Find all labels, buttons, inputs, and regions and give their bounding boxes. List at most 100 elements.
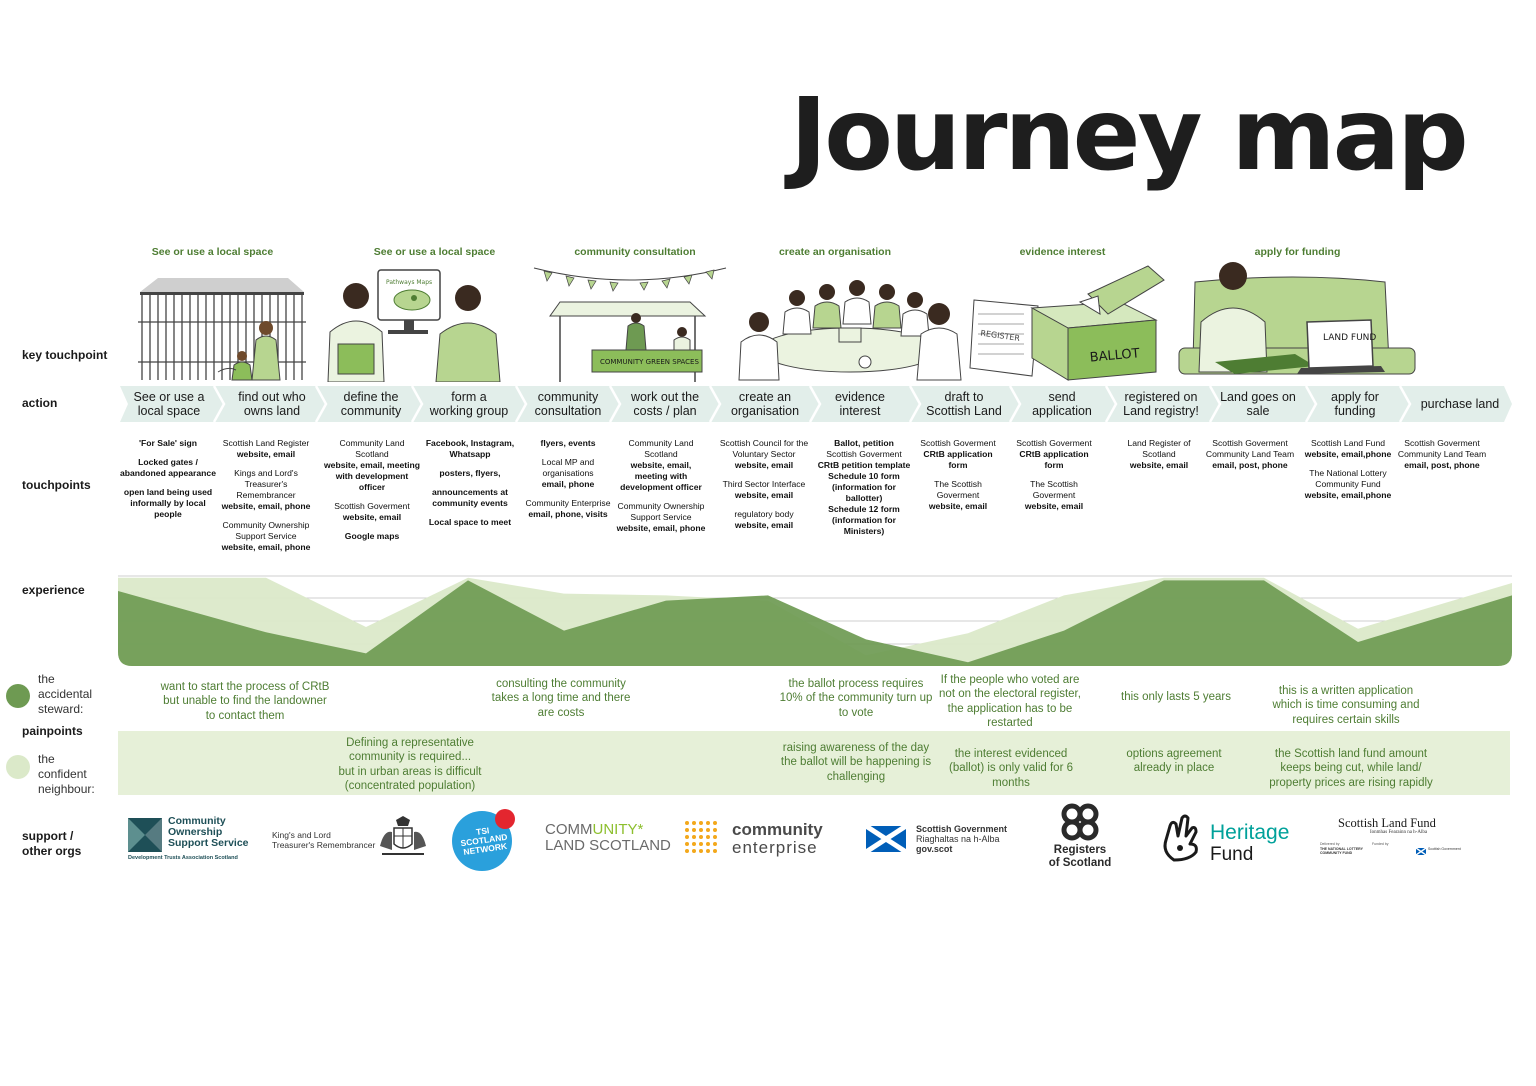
touchpoint-line: Scottish Goverment	[1016, 438, 1092, 448]
gated-space-illustration	[138, 278, 306, 381]
action-form-working-group: form a working group	[429, 389, 509, 418]
touchpoint-line: Ballot, petition	[834, 438, 894, 448]
screen-text: Pathways Maps	[386, 279, 432, 286]
action-find-owner: find out who owns land	[238, 389, 306, 418]
pain-confident-4: options agreement already in place	[1126, 748, 1222, 775]
touchpoint-line: Local space to meet	[428, 517, 512, 527]
sg-line3: gov.scot	[916, 843, 953, 854]
stage-title-3: community consultation	[574, 246, 696, 258]
touchpoint-line	[716, 471, 812, 479]
coss-line1: Community	[168, 815, 226, 827]
row-label-action: action	[22, 396, 58, 410]
touchpoint-line	[422, 460, 518, 468]
touchpoint-line: Schedule 10 form (information for ballot…	[828, 471, 900, 503]
coss-line3: Support Service	[168, 837, 249, 850]
touchpoint-line	[914, 471, 1002, 479]
saltire-flag-icon	[866, 826, 906, 852]
action-create-organisation: create an organisation	[730, 389, 800, 418]
cls-line1a: COMM	[545, 821, 593, 838]
cls-line1b: UNITY	[592, 821, 638, 838]
stage-title-5: evidence interest	[1019, 246, 1106, 258]
touchpoint-line: Scottish Council for the Voluntary Secto…	[719, 438, 809, 459]
touchpoint-line	[1010, 471, 1098, 479]
action-work-out-costs: work out the costs / plan	[630, 389, 700, 418]
row-label-painpoints: painpoints	[22, 724, 83, 738]
ballot-box-illustration: REGISTER BALLOT	[969, 265, 1165, 381]
touchpoint-line: Community Enterprise	[525, 498, 611, 508]
confident-neighbour-dot	[6, 755, 30, 779]
touchpoint-line: The Scottish Goverment	[934, 479, 982, 500]
touchpoint-line: The National Lottery Community Fund	[1309, 468, 1387, 489]
experience-chart	[118, 575, 1512, 666]
pain-accidental-4: If the people who voted are not on the e…	[939, 674, 1081, 730]
touchpoint-line: website, email, phone	[221, 542, 311, 552]
ce-dots-icon	[685, 821, 717, 853]
pain-confident-5: the Scottish land fund amount keeps bein…	[1269, 748, 1433, 789]
action-purchase-land: purchase land	[1420, 396, 1500, 411]
slf-line1: Scottish Land Fund	[1338, 816, 1436, 830]
pain-confident-2: raising awareness of the day the ballot …	[780, 742, 932, 783]
touchpoint-line: website, email	[236, 449, 296, 459]
stage-title-2: See or use a local space	[373, 246, 496, 258]
action-registered: registered on Land registry!	[1123, 389, 1199, 418]
stage-title-1: See or use a local space	[151, 246, 274, 258]
touchpoint-line: website, email	[1129, 460, 1189, 470]
touchpoint-line: Kings and Lord's Treasurer's Remembrance…	[234, 468, 298, 500]
action-see-or-use: See or use a local space	[133, 389, 205, 418]
touchpoint-line: Local MP and organisations	[541, 457, 595, 478]
action-define-community: define the community	[340, 389, 402, 418]
touchpoint-line: Community Ownership Support Service	[617, 501, 705, 522]
action-band	[120, 386, 1512, 422]
funding-application-illustration: LAND FUND	[1178, 262, 1416, 375]
action-community-consultation: community consultation	[534, 389, 602, 418]
hf-line2: Fund	[1210, 844, 1254, 865]
page-title: Journey map	[790, 76, 1469, 193]
tsi-logo-mark	[452, 809, 515, 871]
pain-accidental-2: consulting the community takes a long ti…	[491, 678, 631, 719]
touchpoint-line: Scottish Goverment Community Land Team	[1397, 438, 1487, 459]
touchpoint-line: flyers, events	[540, 438, 596, 448]
touchpoint-line: website, email	[1024, 501, 1084, 511]
touchpoint-line	[118, 479, 218, 487]
pain-accidental-1: want to start the process of CRtB but un…	[160, 681, 330, 722]
touchpoint-line: website, email	[734, 490, 794, 500]
touchpoint-line	[422, 509, 518, 517]
pain-accidental-5: this only lasts 5 years	[1121, 691, 1231, 703]
persona-confident-label: the confident neighbour:	[38, 752, 95, 796]
row-label-touchpoints: touchpoints	[22, 478, 91, 492]
touchpoint-line	[716, 501, 812, 509]
touchpoint-line: email, post, phone	[1404, 460, 1480, 470]
touchpoint-line	[324, 523, 420, 531]
kltr-logo: King's and Lord Treasurer's Remembrancer	[272, 816, 434, 862]
action-send-application: send application	[1032, 389, 1092, 418]
ballot-text: BALLOT	[1089, 346, 1140, 365]
slf-fine2: THE NATIONAL LOTTERY COMMUNITY FUND	[1320, 847, 1363, 855]
touchpoint-line: Scottish Goverment Community Land Team	[1205, 438, 1295, 459]
cls-line2: LAND SCOTLAND	[545, 836, 671, 854]
persona-accidental-label: the accidental steward:	[38, 672, 93, 716]
slf-fine4: Scottish Government	[1428, 847, 1461, 851]
touchpoint-line	[118, 449, 218, 457]
touchpoint-line: email, post, phone	[1212, 460, 1288, 470]
touchpoint-line	[324, 493, 420, 501]
banner-text: COMMUNITY GREEN SPACES	[600, 358, 699, 366]
touchpoint-line	[218, 512, 314, 520]
tsi-logo: TSI SCOTLAND NETWORK	[452, 805, 518, 871]
sg-line2: Riaghaltas na h-Alba	[916, 833, 1000, 844]
touchpoint-line: The Scottish Goverment	[1030, 479, 1078, 500]
kltr-line2: Treasurer's Remembrancer	[272, 840, 376, 851]
stage-title-4: create an organisation	[778, 246, 892, 258]
touchpoint-line: Schedule 12 form (information for Minist…	[828, 504, 900, 536]
ros-line1: Registers	[1053, 844, 1107, 856]
touchpoint-line: Scottish Goverment	[826, 449, 902, 459]
touchpoint-line: website, email,phone	[1304, 449, 1392, 459]
